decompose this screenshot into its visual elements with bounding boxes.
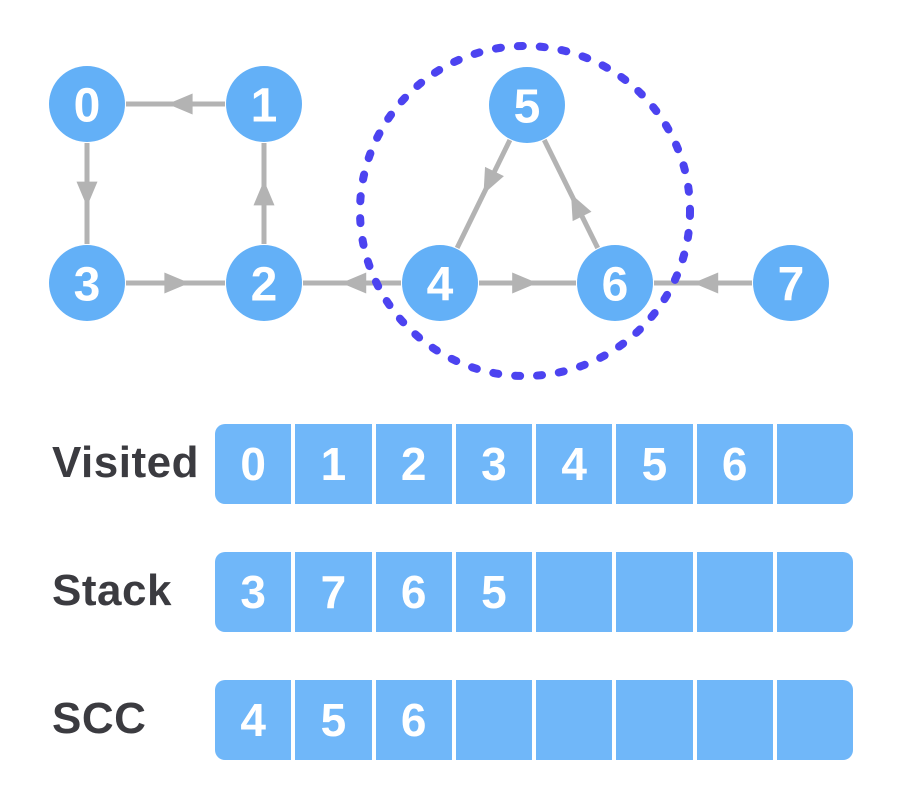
array-cell: 4 <box>536 424 617 504</box>
array-cell <box>777 552 853 632</box>
node-label: 4 <box>427 258 454 311</box>
node-circle <box>753 245 829 321</box>
arrowhead-1-0 <box>167 93 193 115</box>
arrowhead-6-5 <box>571 194 592 222</box>
array-cell: 0 <box>215 424 296 504</box>
scc-dotted-circle <box>356 42 694 380</box>
node-label: 3 <box>74 258 101 311</box>
node-circle <box>49 66 125 142</box>
node-label: 7 <box>778 258 805 311</box>
arrowhead-2-1 <box>253 180 275 206</box>
array-cell <box>536 680 617 760</box>
edge-6-5 <box>542 138 600 250</box>
node-circle <box>226 245 302 321</box>
array-cell <box>697 680 777 760</box>
array-cell: 5 <box>616 424 697 504</box>
array-cell: 3 <box>215 552 296 632</box>
array-cell: 5 <box>456 552 536 632</box>
graph-node-7: 7 <box>753 245 829 321</box>
arrowhead-5-4 <box>483 166 504 194</box>
edge-5-4 <box>454 138 513 250</box>
graph-node-6: 6 <box>577 245 653 321</box>
array-cell <box>616 680 697 760</box>
array-cell: 1 <box>295 424 376 504</box>
array-cell: 6 <box>697 424 777 504</box>
array-cell: 2 <box>376 424 456 504</box>
node-label: 2 <box>251 258 278 311</box>
array-cell <box>616 552 697 632</box>
array-cell: 6 <box>376 552 456 632</box>
graph-node-1: 1 <box>226 66 302 142</box>
arrowhead-7-6 <box>693 272 719 294</box>
graph-node-0: 0 <box>49 66 125 142</box>
arrowhead-4-6 <box>512 272 538 294</box>
arrowhead-3-2 <box>164 272 190 294</box>
graph-node-4: 4 <box>402 245 478 321</box>
node-label: 6 <box>602 258 629 311</box>
node-label: 1 <box>251 79 278 132</box>
array-row-label: Visited <box>52 438 199 487</box>
array-cell: 3 <box>456 424 536 504</box>
array-cell <box>456 680 536 760</box>
array-cell <box>697 552 777 632</box>
array-row-label: Stack <box>52 566 172 615</box>
node-circle <box>489 67 565 143</box>
array-cell: 4 <box>215 680 296 760</box>
graph-node-2: 2 <box>226 245 302 321</box>
arrowhead-0-3 <box>76 181 98 207</box>
arrowhead-4-2 <box>341 272 367 294</box>
array-cell <box>777 424 853 504</box>
array-cell: 6 <box>376 680 456 760</box>
graph-node-3: 3 <box>49 245 125 321</box>
node-circle <box>226 66 302 142</box>
array-cell: 5 <box>295 680 376 760</box>
array-row-label: SCC <box>52 694 147 743</box>
node-circle <box>49 245 125 321</box>
directed-graph: 0 1 2 3 4 5 6 7 <box>49 42 829 380</box>
node-circle <box>577 245 653 321</box>
array-cell <box>777 680 853 760</box>
graph-node-5: 5 <box>489 67 565 143</box>
node-label: 0 <box>74 79 101 132</box>
array-cell <box>536 552 617 632</box>
array-cell: 7 <box>295 552 376 632</box>
node-label: 5 <box>514 80 541 133</box>
node-circle <box>402 245 478 321</box>
